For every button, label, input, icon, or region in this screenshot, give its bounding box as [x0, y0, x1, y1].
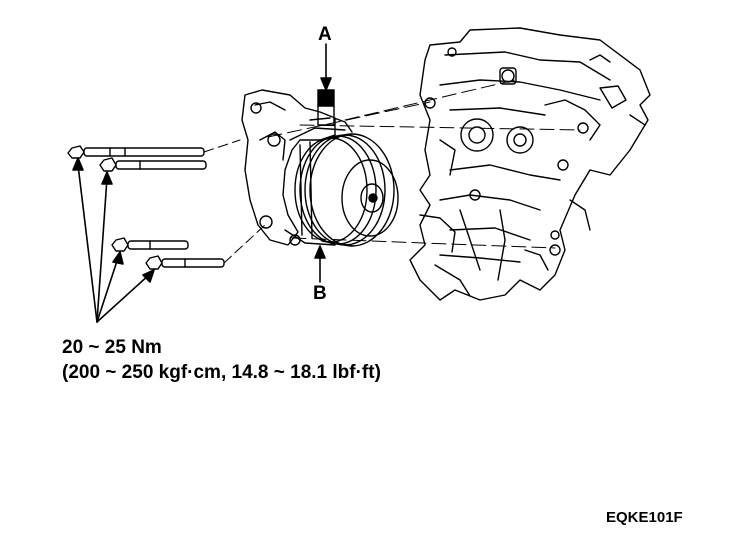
figure-code: EQKE101F	[606, 509, 683, 526]
torque-spec-conversions: (200 ~ 250 kgf·cm, 14.8 ~ 18.1 lbf·ft)	[62, 362, 381, 383]
alignment-lines	[267, 79, 581, 249]
engine-block	[409, 27, 651, 301]
torque-spec-nm: 20 ~ 25 Nm	[62, 337, 162, 358]
mounting-bolts	[67, 139, 266, 270]
ac-compressor	[241, 89, 353, 246]
leader-arrows	[72, 43, 332, 323]
callout-label-a: A	[318, 24, 332, 45]
compressor-pulley	[294, 133, 399, 247]
callout-label-b: B	[313, 283, 327, 304]
